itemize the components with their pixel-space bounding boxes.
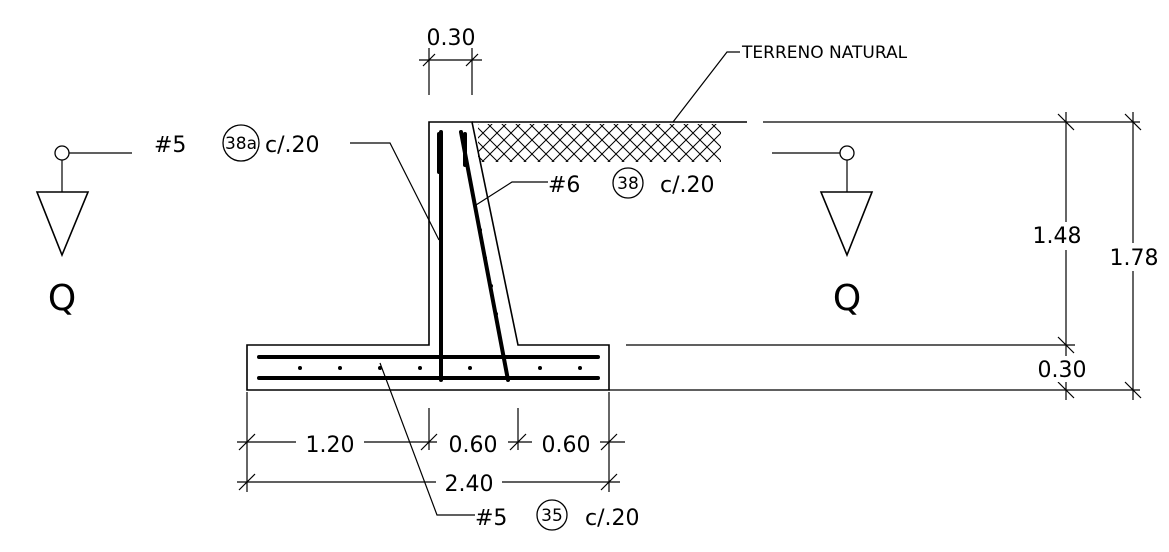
- stem-base-label: 0.60: [449, 433, 498, 458]
- stem-width-label: 0.30: [427, 26, 476, 51]
- rebar-dots: [298, 193, 582, 370]
- rebar-a-spacing: c/.20: [265, 133, 320, 158]
- rebar-b-mark: 38: [617, 174, 639, 194]
- rebar-b-spacing: c/.20: [660, 173, 715, 198]
- wall-outline: [246, 121, 610, 391]
- rebar-b-size: #6: [548, 173, 580, 198]
- rebar-c-mark: 35: [541, 506, 563, 526]
- rebar-a-mark-circle: [222, 124, 260, 162]
- horizontal-dimensions: [237, 392, 625, 492]
- rebar-a-mark: 38a: [225, 134, 257, 154]
- section-marker-left: [35, 145, 132, 258]
- rebar-c-spacing: c/.20: [585, 506, 640, 531]
- base-total-label: 2.40: [445, 472, 494, 497]
- section-label-left: Q: [48, 278, 76, 319]
- rebar-a-size: #5: [154, 133, 186, 158]
- backfill-hatch: [478, 124, 721, 162]
- rebar-c-size: #5: [475, 506, 507, 531]
- total-height-label: 1.78: [1110, 246, 1159, 271]
- terrain-label: TERRENO NATURAL: [741, 43, 908, 63]
- toe-label: 0.60: [542, 433, 591, 458]
- rebar-a-leader: [350, 142, 440, 241]
- rebar-b-mark-circle: [612, 167, 644, 199]
- stem-rebar: [437, 130, 510, 382]
- terrain-leader: [672, 51, 740, 123]
- section-marker-right: [772, 145, 874, 258]
- footing-thickness-label: 0.30: [1038, 358, 1087, 383]
- footing-rebar: [257, 355, 600, 380]
- rebar-c-leader: [379, 362, 475, 516]
- heel-label: 1.20: [306, 433, 355, 458]
- stem-height-label: 1.48: [1033, 224, 1082, 249]
- section-label-right: Q: [833, 278, 861, 319]
- rebar-c-mark-circle: [536, 499, 568, 531]
- rebar-b-leader: [475, 181, 548, 206]
- stem-width-dimension: [419, 48, 482, 95]
